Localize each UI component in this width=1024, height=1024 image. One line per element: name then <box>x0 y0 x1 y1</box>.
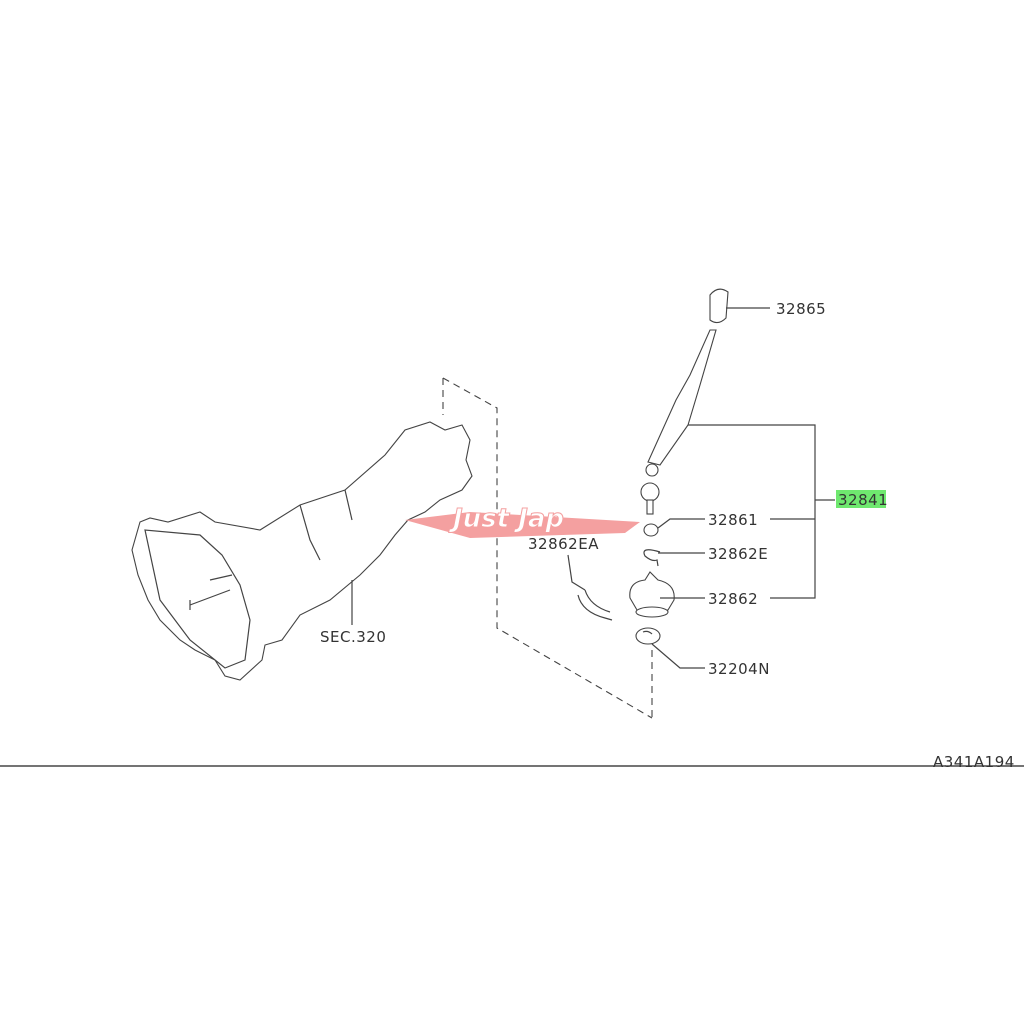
part-label-bushing[interactable]: 32861 <box>708 511 758 529</box>
diagram-code: A341A194 <box>933 753 1015 771</box>
svg-text:Just Jap: Just Jap <box>448 504 564 534</box>
shift-lever-drawing <box>640 329 717 515</box>
shift-knob-drawing <box>709 288 729 324</box>
section-reference-label[interactable]: SEC.320 <box>320 628 386 646</box>
watermark-logo: Just Jap <box>405 504 640 538</box>
part-label-boot[interactable]: 32862 <box>708 590 758 608</box>
boot-drawing <box>629 571 675 618</box>
boot-band-drawing <box>577 589 613 621</box>
clip-drawing <box>643 549 661 567</box>
part-label-lever-assembly[interactable]: 32841 <box>838 491 888 509</box>
part-label-clip[interactable]: 32862E <box>708 545 768 563</box>
part-label-snap-ring[interactable]: 32204N <box>708 660 770 678</box>
snap-ring-drawing <box>635 627 661 645</box>
selected-part-highlight <box>836 490 886 508</box>
bushing-drawing <box>643 523 659 537</box>
part-label-knob[interactable]: 32865 <box>776 300 826 318</box>
part-label-boot-band[interactable]: 32862EA <box>528 535 599 553</box>
transmission-drawing <box>131 421 473 681</box>
leader-lines <box>351 307 835 669</box>
